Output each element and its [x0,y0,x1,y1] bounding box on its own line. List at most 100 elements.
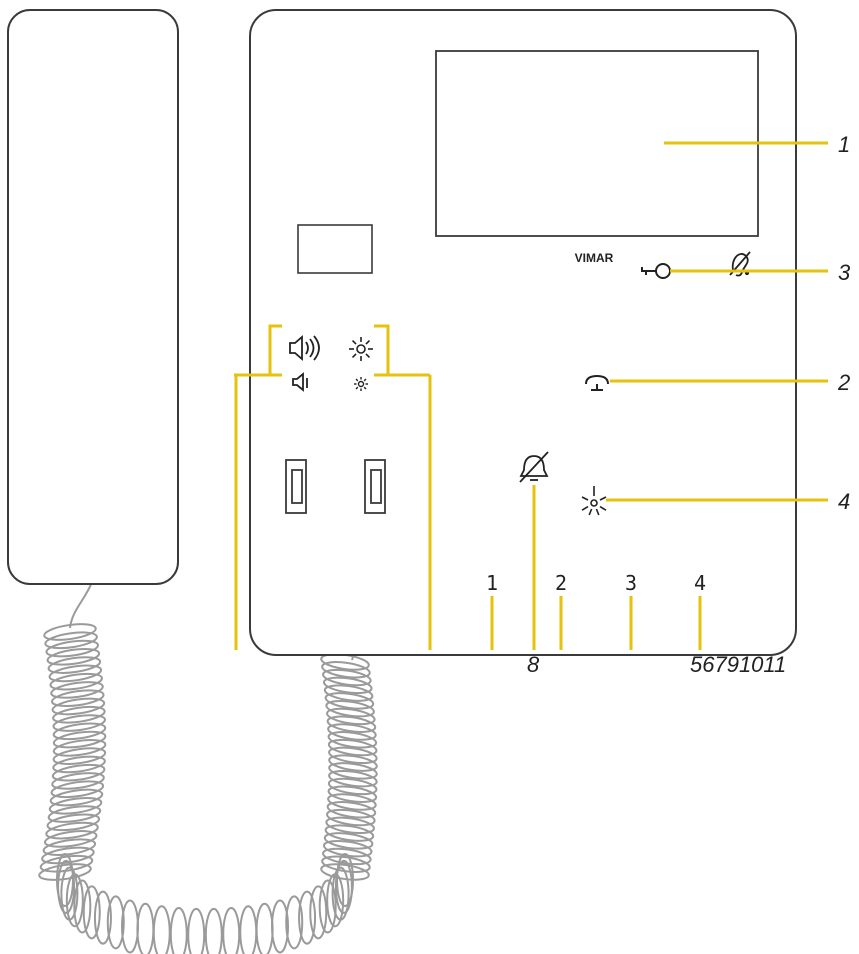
volume-down-icon[interactable] [292,372,308,392]
cord-coil [187,907,206,954]
cord-coil [48,664,103,683]
cord-coil [50,780,105,799]
cord-coil [65,873,84,928]
cord-coil [322,676,373,695]
handset[interactable] [7,9,179,585]
cord-coil [326,808,376,827]
speaker-grille [297,224,373,274]
volume-slider[interactable] [285,459,307,514]
ray [351,353,357,359]
cord-coil [49,788,104,807]
cord-coil [327,785,378,803]
button-number-3[interactable]: 3 [625,571,637,595]
cord-coil [285,895,304,950]
cord-coil [324,692,375,710]
cord-coil [324,824,375,842]
cord-coil [152,905,171,954]
cord-coil [327,777,378,796]
brightness-up-icon[interactable] [349,337,373,361]
ray [351,339,357,345]
cord-coil [320,863,370,881]
cord-coil [323,832,374,850]
cord-coil [52,730,107,749]
cord-coil [323,684,374,702]
cord-coil [47,805,102,823]
cord-coil [169,907,188,954]
brightness-down-icon[interactable] [354,377,368,391]
callout-1: 1 [838,132,850,157]
button-number-4[interactable]: 4 [694,571,706,595]
cord-coil [204,907,223,954]
cord-coil [327,731,378,749]
cord-coil [331,866,350,921]
light-icon[interactable] [581,486,607,516]
ray [363,386,367,390]
brightness-slider[interactable] [364,459,386,514]
volume-up-icon[interactable] [289,335,320,361]
cord-coil [51,689,105,708]
cord-coil [52,714,107,732]
button-number-1[interactable]: 1 [486,571,498,595]
cord-coil [52,722,107,741]
cord-coil [52,705,106,724]
cord-coil [45,639,100,658]
ray [355,386,359,390]
cord-coil [43,830,98,848]
ray [355,378,359,382]
brightness-bracket [374,324,432,650]
cord-coil [322,847,372,866]
ray [581,496,589,501]
ray [595,508,600,516]
cord-coil [327,793,377,811]
cord-coil [49,672,103,691]
callout-3: 3 [838,260,851,285]
cord-coil [93,890,112,945]
cord-coil [322,839,373,858]
ray [599,496,607,501]
cord-coil [239,905,258,954]
handset-icon[interactable] [585,374,609,391]
cord-coil [298,890,317,945]
ray [588,508,593,516]
cord-coil [327,738,378,757]
cord-coil [325,816,375,835]
cord-coil [328,746,378,765]
cord-coil [38,863,92,881]
mute-icon[interactable] [519,451,549,483]
cord-coil [47,656,102,674]
cord-coil [82,885,101,940]
numbered-buttons: 1 2 3 4 [486,571,706,595]
ray [365,353,371,359]
callout-bottom-group: 56791011 [690,652,786,677]
cord-coil [39,854,94,873]
cord-coil [328,754,378,772]
cord-coil [309,885,328,940]
ray [365,339,371,345]
volume-bracket [234,324,282,650]
cord-coil [48,796,103,815]
cord-coil [326,707,376,726]
cord-coil [222,907,241,954]
cord-coil [51,697,106,716]
cord-coil [327,723,377,741]
cord-coil [321,661,371,679]
cord-coil [50,681,104,699]
cord-coil [57,859,76,914]
ray [599,505,607,511]
brand-logo: VIMAR [575,251,614,265]
cord-coil [326,801,377,819]
cord-coil [73,879,92,934]
cord-coil [44,631,98,650]
cord-coil [52,739,107,757]
cord-coil [325,699,375,718]
coiled-cord [38,581,378,954]
callout-4: 4 [838,489,850,514]
callout-2: 2 [837,370,850,395]
cord-coil [51,763,106,782]
cord-coil [136,902,155,954]
cord-coil [106,895,125,950]
button-number-2[interactable]: 2 [555,571,567,595]
cord-coil [45,821,99,840]
ray [363,378,367,382]
